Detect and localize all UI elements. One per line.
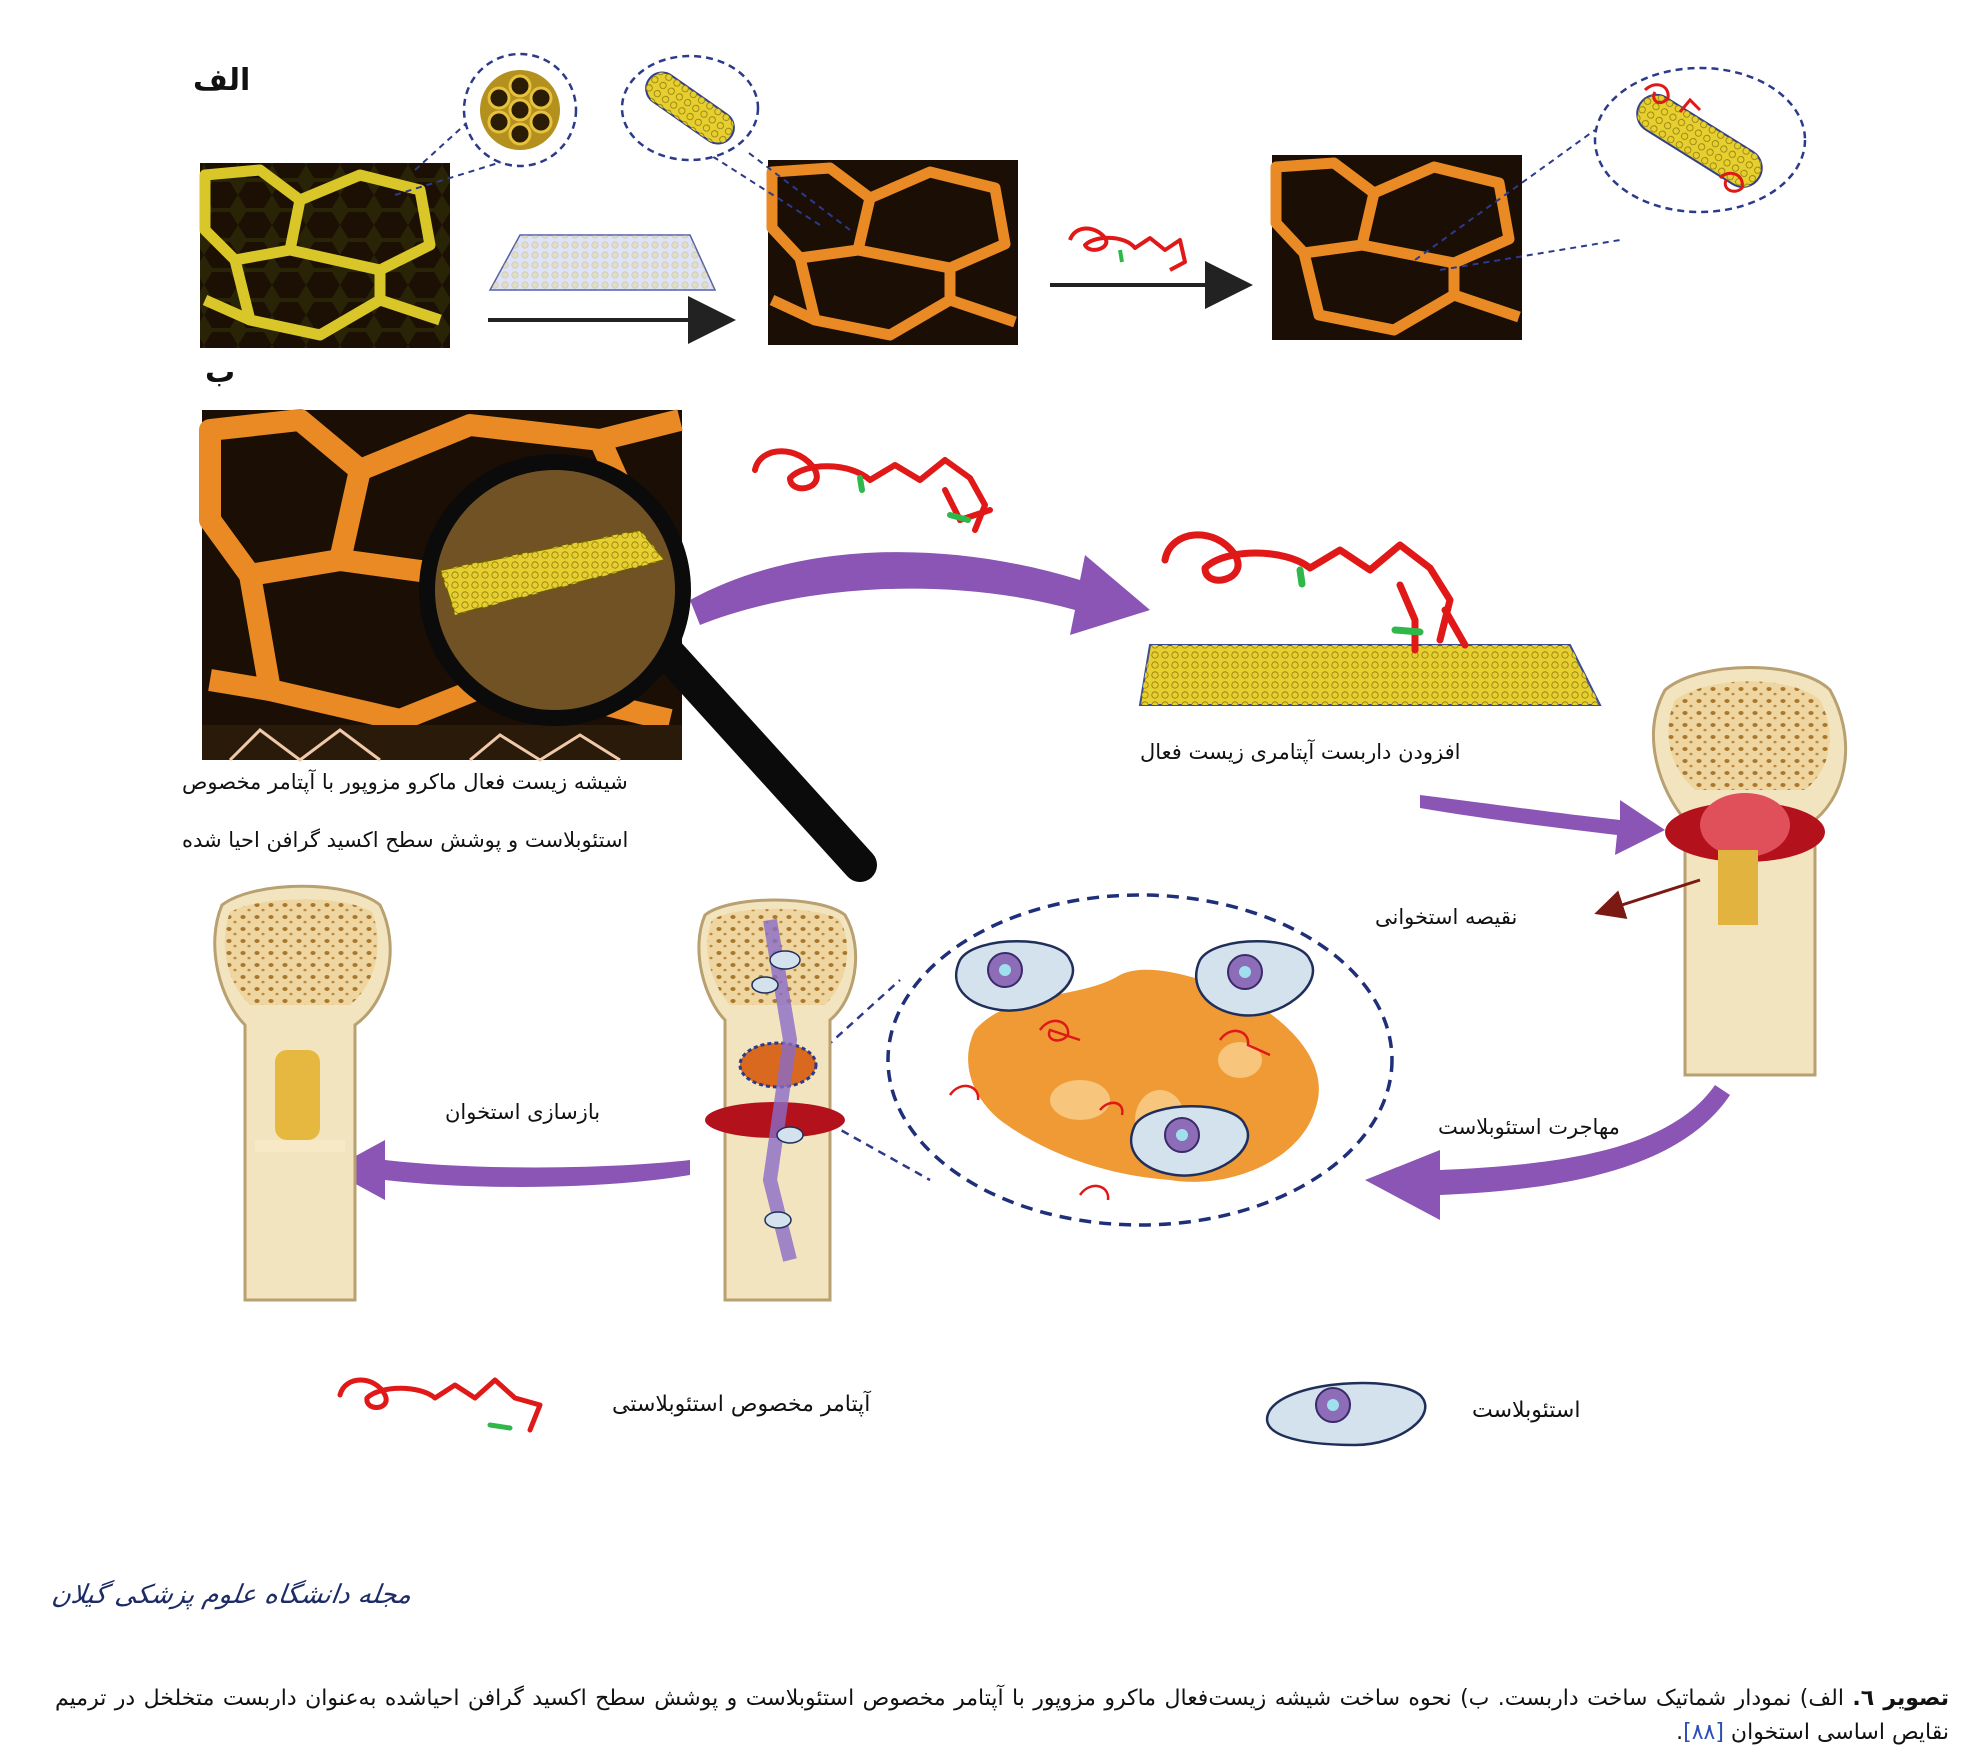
legend-aptamer-label: آپتامر مخصوص استئوبلاستی	[612, 1392, 871, 1417]
bone-with-defect	[1652, 666, 1848, 1077]
honeycomb-zoom	[394, 52, 578, 196]
panel-b	[199, 409, 1848, 1447]
panel-a-label: الف	[193, 63, 251, 98]
osteoblast-cell-zoom-2	[1194, 940, 1315, 1017]
aptamer-on-graphene	[1138, 531, 1602, 706]
caption-suffix: .	[1676, 1720, 1684, 1745]
legend-osteoblast-label: استئوبلاست	[1472, 1398, 1581, 1423]
add-aptamer-scaffold-label: افزودن داربست آپتامری زیست فعال	[1140, 740, 1461, 764]
figure-caption: تصویر ٦. الف) نمودار شماتیک ساخت داربست.…	[55, 1682, 1949, 1750]
osteoblast-cell-zoom-3	[1129, 1105, 1250, 1177]
arrow-to-bone-defect	[1420, 795, 1665, 855]
aptamer-molecule-small	[1068, 226, 1187, 272]
bone-remodeled	[213, 884, 392, 1302]
graphene-sheet	[488, 234, 717, 291]
bioactive-glass-label-line1: شیشه زیست فعال ماکرو مزوپور با آپتامر مخ…	[182, 770, 628, 794]
magnifying-glass	[419, 454, 877, 882]
panel-a	[199, 52, 1807, 348]
orange-scaffold-block-2	[1270, 155, 1522, 340]
arrow-bone-remodeling	[330, 1140, 690, 1200]
panel-b-label: ب	[205, 355, 236, 390]
aptamer-molecule-floating	[752, 448, 993, 533]
arrow-to-aptamer-scaffold	[690, 552, 1150, 635]
journal-logo: مجله دانشگاه علوم پزشکی گیلان	[49, 1580, 414, 1610]
arrow-osteoblast-migration	[1365, 1085, 1730, 1220]
bone-defect-label: نقیصه استخوانی	[1375, 905, 1518, 929]
osteoblast-cell-zoom-1	[954, 940, 1075, 1012]
osteoblast-migration-label: مهاجرت استئوبلاست	[1438, 1115, 1620, 1139]
caption-text: الف) نمودار شماتیک ساخت داربست. ب) نحوه …	[55, 1686, 1949, 1745]
legend-aptamer-icon	[337, 1377, 543, 1433]
cell-zoom-circle	[794, 893, 1394, 1227]
bone-remodeling-label: بازسازی استخوان	[445, 1100, 601, 1124]
orange-scaffold-block-1	[766, 160, 1018, 345]
legend-osteoblast-icon	[1266, 1381, 1427, 1447]
defect-pointer-arrow	[1594, 878, 1701, 919]
graphene-rod-zoom	[620, 54, 851, 231]
caption-reference-link[interactable]: [٨٨]	[1683, 1720, 1724, 1745]
bone-healing	[697, 898, 858, 1302]
bioactive-glass-label-line2: استئوبلاست و پوشش سطح اکسید گرافن احیا ش…	[182, 828, 629, 852]
functionalized-rod-zoom	[1414, 66, 1807, 271]
yellow-scaffold-block	[199, 163, 450, 348]
caption-prefix: تصویر ٦.	[1852, 1686, 1949, 1711]
